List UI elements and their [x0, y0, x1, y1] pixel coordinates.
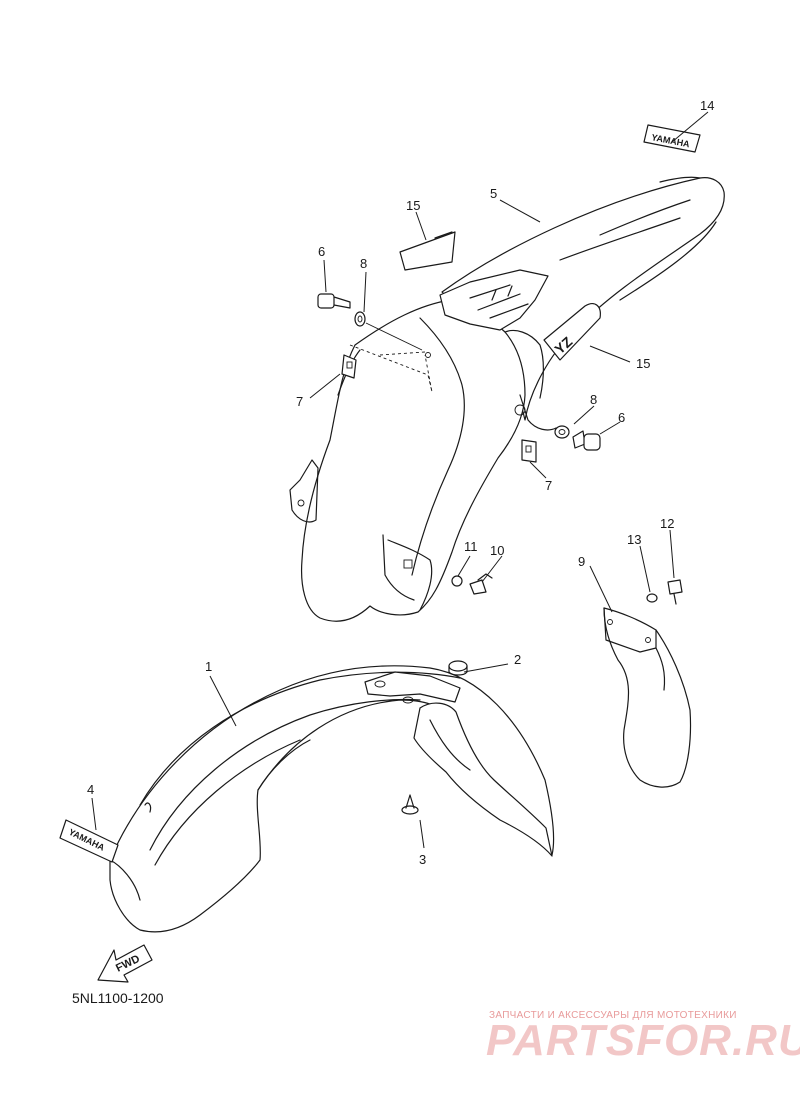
callout-3: 3: [419, 852, 426, 867]
callout-9: 9: [578, 554, 585, 569]
front-fender: [109, 665, 555, 933]
nut-7-right: [521, 439, 537, 463]
nut-2: [448, 660, 468, 676]
leader-lines: [91, 111, 709, 849]
watermark-tagline: ЗАПЧАСТИ И АКСЕССУАРЫ ДЛЯ МОТОТЕХНИКИ: [489, 1010, 737, 1021]
decal-14: YAMAHA: [643, 124, 701, 153]
fwd-arrow: FWD: [97, 944, 153, 983]
bolt-3: [401, 794, 419, 815]
watermark-logo: PARTSFOR.RU: [486, 1016, 800, 1065]
washer-13: [646, 593, 658, 603]
callout-14: 14: [700, 98, 714, 113]
callout-6-left: 6: [318, 244, 325, 259]
decal-15: [399, 231, 456, 271]
callout-13: 13: [627, 532, 641, 547]
callout-2: 2: [514, 652, 521, 667]
callout-4: 4: [87, 782, 94, 797]
callout-11: 11: [464, 539, 478, 554]
callout-1: 1: [205, 659, 212, 674]
collar-8-left: [354, 311, 366, 327]
callout-15-right: 15: [636, 356, 650, 371]
screw-10: [469, 573, 493, 595]
callout-7-left: 7: [296, 394, 303, 409]
bolt-6-left: [317, 293, 351, 309]
callout-5: 5: [490, 186, 497, 201]
mud-flap: [603, 607, 692, 788]
callout-7-right: 7: [545, 478, 552, 493]
callout-6-right: 6: [618, 410, 625, 425]
callout-8-right: 8: [590, 392, 597, 407]
diagram-part-code: 5NL1100-1200: [72, 990, 164, 1006]
callout-15-left: 15: [406, 198, 420, 213]
bolt-6-right: [572, 430, 601, 451]
callout-numbers: 1 2 3 4 5 6 8 7 8 6 7 9 10 11 12 13 14 1…: [87, 98, 714, 867]
decal-4: YAMAHA: [59, 819, 119, 863]
washer-11: [451, 575, 463, 587]
nut-7-left: [341, 354, 357, 379]
callout-8-left: 8: [360, 256, 367, 271]
screw-12: [667, 579, 683, 605]
callout-12: 12: [660, 516, 674, 531]
collar-8-right: [554, 425, 570, 439]
callout-10: 10: [490, 543, 504, 558]
rear-fender: YZ: [289, 176, 725, 622]
